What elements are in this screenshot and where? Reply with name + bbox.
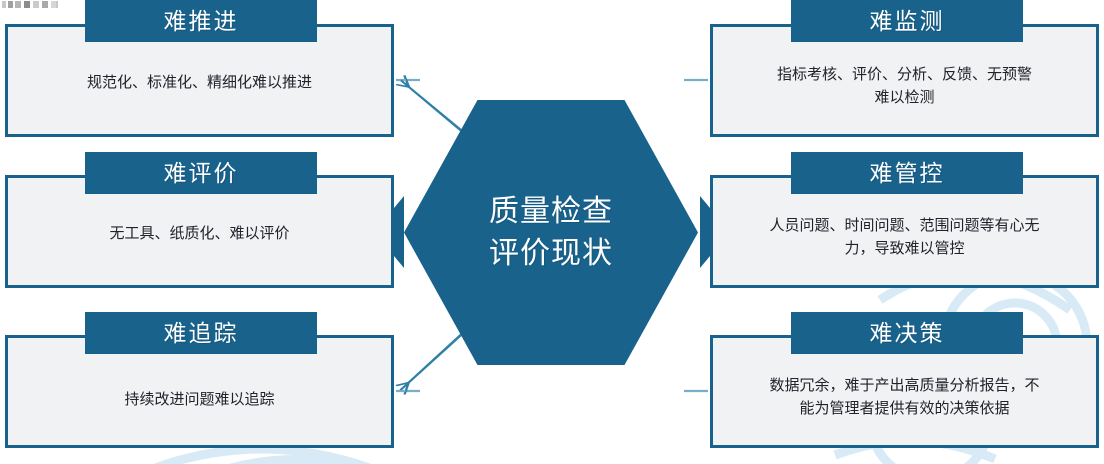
node-body-hard-to-evaluate: 无工具、纸质化、难以评价 xyxy=(109,225,290,242)
node-body-hard-to-decide: 数据冗余，难于产出高质量分析报告，不 能为管理者提供有效的决策依据 xyxy=(769,377,1040,418)
node-body-hard-to-trace: 持续改进问题难以追踪 xyxy=(124,391,275,408)
center-hexagon-label: 质量检查 评价现状 xyxy=(489,195,613,270)
node-card-hard-to-advance[interactable]: 规范化、标准化、精细化难以推进 xyxy=(5,24,394,137)
clipped-text-artifact xyxy=(2,1,58,8)
node-title-hard-to-evaluate: 难评价 xyxy=(85,152,317,194)
node-title-hard-to-control: 难管控 xyxy=(791,152,1023,194)
node-title-hard-to-decide: 难决策 xyxy=(791,312,1023,354)
node-body-hard-to-control: 人员问题、时间问题、范围问题等有心无 力，导致难以管控 xyxy=(769,217,1040,258)
node-body-hard-to-monitor: 指标考核、评价、分析、反馈、无预警 难以检测 xyxy=(776,66,1032,107)
node-title-hard-to-advance: 难推进 xyxy=(85,0,317,42)
node-title-hard-to-trace: 难追踪 xyxy=(85,312,317,354)
center-hexagon: 质量检查 评价现状 xyxy=(404,100,698,365)
node-title-hard-to-monitor: 难监测 xyxy=(791,0,1023,42)
node-body-hard-to-advance: 规范化、标准化、精细化难以推进 xyxy=(86,74,312,91)
